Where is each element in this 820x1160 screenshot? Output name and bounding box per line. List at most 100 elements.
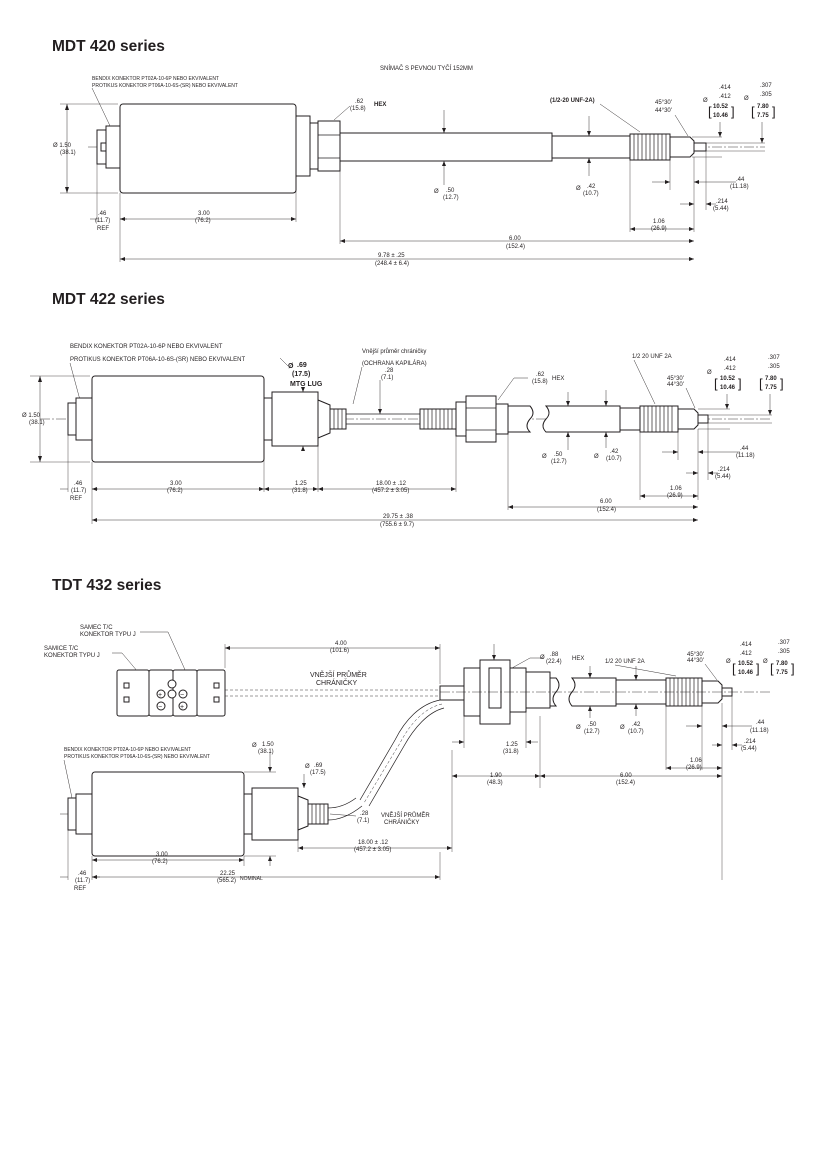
tdt432-tip-dia-in-2: .412 bbox=[740, 651, 752, 657]
mdt422-chamfer-1: 45°30' bbox=[667, 376, 684, 382]
tdt432-thread-dia-sym: Ø bbox=[620, 725, 625, 731]
mdt420-tip-dia-mm-1: 10.52 bbox=[713, 104, 729, 110]
svg-text:−: − bbox=[158, 704, 162, 711]
mdt422-rod-dia: .50 bbox=[554, 452, 563, 458]
tdt432-hex-dia: .88 bbox=[550, 652, 559, 658]
mdt422-ref-mm: (11.7) bbox=[71, 488, 86, 494]
mdt420-body-len: 3.00 bbox=[198, 211, 210, 217]
mdt422-rod-len-mm: (152.4) bbox=[597, 507, 616, 513]
mdt422-tip-dia2-mm-1: 7.80 bbox=[765, 376, 777, 382]
tdt432-connector bbox=[67, 797, 77, 831]
mdt422-tip-dia-mm-2: 10.46 bbox=[720, 385, 736, 391]
mdt422-tip-dia-sym: Ø bbox=[707, 370, 712, 376]
tdt432-cap-dia: .28 bbox=[360, 811, 369, 817]
mdt420-dia-body: Ø 1.50 bbox=[53, 143, 72, 149]
mdt420-connector-leader bbox=[91, 87, 113, 131]
tdt432-outer-dia-b2: CHRÁNIČKY bbox=[384, 819, 419, 826]
mdt420-overall-mm: (248.4 ± 6.4) bbox=[375, 261, 409, 267]
mdt420-tip-dia-sym: Ø bbox=[703, 98, 708, 104]
tdt432-tip-dia-mm-2: 10.46 bbox=[738, 670, 754, 676]
svg-text:[: [ bbox=[751, 104, 755, 119]
mdt420-caption: SNÍMAČ S PEVNOU TYČÍ 152MM bbox=[380, 65, 473, 72]
tdt432-mtg-lug bbox=[251, 787, 299, 841]
mdt422-drawing: BENDIX KONEKTOR PT02A-10-6P NEBO EKVIVAL… bbox=[22, 344, 784, 528]
mdt422-capillary bbox=[329, 408, 457, 430]
mdt420-hex-label: HEX bbox=[374, 102, 386, 108]
tdt432-title: TDT 432 series bbox=[52, 577, 162, 594]
tdt432-outer-dia-1: VNĚJŠÍ PRŮMĚR bbox=[310, 670, 367, 679]
tdt432-tip-dia-in-1: .414 bbox=[740, 642, 752, 648]
mdt422-hex-dim-mm: (15.8) bbox=[532, 379, 548, 385]
tdt432-lug-dia: .69 bbox=[314, 763, 323, 769]
tdt432-cap-len-mm: (457.2 ± 3.05) bbox=[354, 847, 391, 853]
mdt420-drawing: SNÍMAČ S PEVNOU TYČÍ 152MM BENDIX KONEKT… bbox=[53, 65, 776, 267]
mdt422-title: MDT 422 series bbox=[52, 291, 165, 308]
tdt432-cap-len: 18.00 ± .12 bbox=[358, 840, 389, 846]
mdt422-rod-dia-mm: (12.7) bbox=[551, 459, 567, 465]
mdt422-tip-len-mm: (11.18) bbox=[736, 453, 755, 459]
mdt422-tip-dia2-in-2: .305 bbox=[768, 364, 780, 370]
tdt432-dia-body-sym: Ø bbox=[252, 743, 257, 749]
mdt420-tip-dia2-sym: Ø bbox=[744, 96, 749, 102]
tdt432-hex-len-mm: (31.8) bbox=[503, 749, 519, 755]
tdt432-dia-body-mm: (38.1) bbox=[258, 749, 274, 755]
mdt422-lug-len-mm: (31.8) bbox=[292, 488, 308, 494]
tdt432-thread-label: 1/2 20 UNF 2A bbox=[605, 659, 645, 665]
mdt420-thread-dia: .42 bbox=[587, 184, 596, 190]
mdt420-thread-len: 1.06 bbox=[653, 219, 665, 225]
tdt432-thread-len: 1.06 bbox=[690, 758, 702, 764]
svg-text:]: ] bbox=[780, 376, 784, 391]
tdt432-chamfer-2: 44°30' bbox=[687, 658, 704, 664]
mdt422-tip-dia-mm-1: 10.52 bbox=[720, 376, 736, 382]
tdt432-tc-connector: − + + − bbox=[116, 669, 226, 717]
mdt420-rod-len: 6.00 bbox=[509, 236, 521, 242]
tdt432-rod-dia: .50 bbox=[588, 722, 597, 728]
tdt432-rod-len-mm: (152.4) bbox=[616, 780, 635, 786]
mdt420-rod-dia-sym: Ø bbox=[434, 189, 439, 195]
svg-text:]: ] bbox=[756, 661, 760, 676]
mdt420-tip-len2-mm: (5.44) bbox=[713, 206, 729, 212]
mdt420-flange bbox=[295, 115, 311, 177]
tdt432-capillary bbox=[359, 699, 441, 801]
tdt432-overall-mm: (565.2) bbox=[217, 878, 236, 884]
mdt420-tip-len: .44 bbox=[736, 177, 745, 183]
tdt432-tc-male-2: KONEKTOR TYPU J bbox=[80, 632, 136, 638]
mdt422-rod-dia-sym: Ø bbox=[542, 454, 547, 460]
tdt432-tip-dia2-mm-1: 7.80 bbox=[776, 661, 788, 667]
tdt432-gap-len: 1.90 bbox=[490, 773, 502, 779]
tdt432-lug-dia-sym: Ø bbox=[305, 764, 310, 770]
mdt422-housing bbox=[91, 375, 265, 463]
tdt432-rod-dia-mm: (12.7) bbox=[584, 729, 600, 735]
tdt432-conn-label-1: BENDIX KONEKTOR PT02A-10-6P NEBO EKVIVAL… bbox=[64, 747, 191, 753]
mdt422-tip-len2-mm: (5.44) bbox=[715, 474, 731, 480]
mdt420-connector-label-2: PROTIKUS KONEKTOR PT06A-10-6S-(SR) NEBO … bbox=[92, 83, 238, 89]
tdt432-tip-len-mm: (11.18) bbox=[750, 728, 769, 734]
svg-text:[: [ bbox=[770, 661, 774, 676]
mdt422-dia-body-mm: (38.1) bbox=[29, 420, 45, 426]
tdt432-tip-len2: .214 bbox=[744, 739, 756, 745]
mdt422-body-len-mm: (76.2) bbox=[167, 488, 183, 494]
mdt422-rod bbox=[542, 405, 621, 433]
mdt420-tip-dia2-mm-2: 7.75 bbox=[757, 113, 769, 119]
tdt432-housing bbox=[91, 771, 245, 857]
mdt422-mtg-label: MTG LUG bbox=[290, 381, 323, 388]
mdt420-tip-len-mm: (11.18) bbox=[730, 184, 749, 190]
mdt420-tip-dia-in-1: .414 bbox=[719, 85, 731, 91]
mdt422-rod-start bbox=[507, 405, 534, 433]
mdt422-mtg-lug bbox=[271, 391, 319, 447]
mdt420-ref-label: REF bbox=[97, 226, 109, 232]
mdt422-cap-dia-mm: (7.1) bbox=[381, 375, 393, 381]
mdt422-outer-dia-label: Vnější průměr chráničky bbox=[362, 348, 426, 355]
tdt432-chamfer-1: 45°30' bbox=[687, 652, 704, 658]
svg-text:[: [ bbox=[714, 376, 718, 391]
tdt432-thread-dia-mm: (10.7) bbox=[628, 729, 644, 735]
mdt420-connector-shell bbox=[105, 125, 121, 169]
mdt420-tip bbox=[669, 136, 695, 158]
svg-text:+: + bbox=[158, 692, 162, 699]
tdt432-tc-female-1: SAMICE T/C bbox=[44, 646, 79, 652]
tdt432-ref-label: REF bbox=[74, 886, 86, 892]
svg-text:[: [ bbox=[732, 661, 736, 676]
mdt422-hex-label: HEX bbox=[552, 376, 564, 382]
mdt422-hex bbox=[465, 395, 497, 443]
